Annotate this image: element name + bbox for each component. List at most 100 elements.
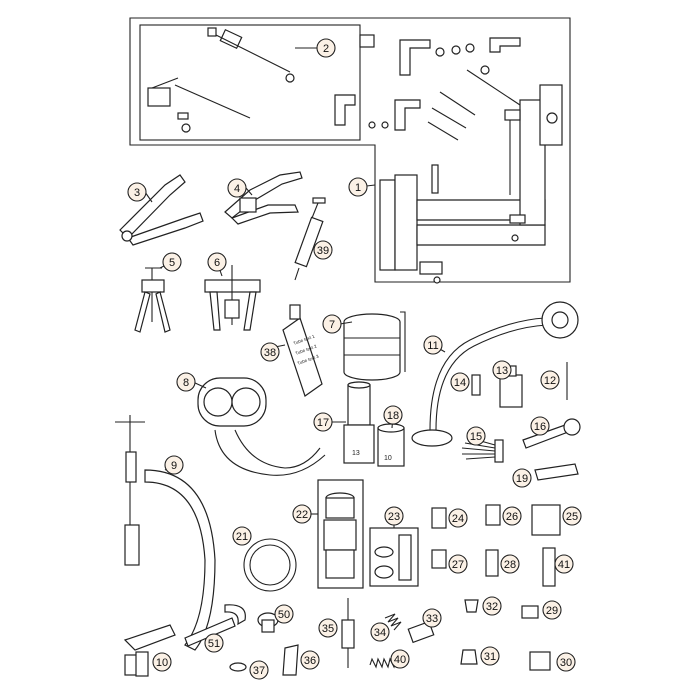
callout-number-23: 23 [388,511,400,523]
callout-38: 38 [260,342,280,362]
item-36-bracket [282,644,299,676]
callout-circle-14 [450,372,470,392]
item-21-circlip [243,538,297,592]
callout-number-21: 21 [236,531,248,543]
callout-number-36: 36 [304,655,316,667]
callout-number-16: 16 [534,421,546,433]
callout-number-50: 50 [278,609,290,621]
callout-circle-3 [127,182,147,202]
item-14-part [471,374,481,396]
callout-28: 28 [500,554,520,574]
callout-circle-38 [260,342,280,362]
callout-31: 31 [480,646,500,666]
item-2-parts [147,27,295,133]
callout-27: 27 [448,554,468,574]
callout-circle-27 [448,554,468,574]
callout-circle-41 [554,554,574,574]
callout-circle-18 [383,405,403,425]
callout-23: 23 [384,506,404,526]
callout-circle-5 [162,252,182,272]
callout-36: 36 [300,650,320,670]
callout-41: 41 [554,554,574,574]
callout-number-34: 34 [374,627,386,639]
item-38-compound-tube: Tube text 1 Tube text 2 Tube text 3 [282,304,323,397]
item-18-socket: 10 [377,423,405,467]
callout-circle-31 [480,646,500,666]
callout-9: 9 [164,455,184,475]
callout-number-38: 38 [264,347,276,359]
callout-circle-11 [423,335,443,355]
callout-number-5: 5 [169,257,175,269]
item-51-wrench [184,604,246,647]
item-6-puller [204,265,261,331]
item-22-sleeve-set [317,479,364,589]
callout-3: 3 [127,182,147,202]
callout-circle-23 [384,506,404,526]
callout-number-51: 51 [208,638,220,650]
callout-number-33: 33 [426,613,438,625]
callout-circle-8 [176,372,196,392]
callout-circle-19 [512,468,532,488]
callout-number-6: 6 [214,257,220,269]
callout-number-13: 13 [496,365,508,377]
callout-number-2: 2 [323,43,329,55]
callout-number-39: 39 [317,245,329,257]
callout-circle-2 [316,38,336,58]
callout-51: 51 [204,633,224,653]
callout-circle-34 [370,622,390,642]
group-box-outline [129,17,571,283]
callout-35: 35 [318,618,338,638]
callout-37: 37 [249,660,269,680]
callout-1: 1 [348,177,368,197]
callout-number-4: 4 [234,183,240,195]
callout-number-28: 28 [504,559,516,571]
item-39-grease-syringe [294,197,326,281]
item-19-plate [534,463,579,481]
callout-circle-29 [542,600,562,620]
item-34-spring [384,613,402,631]
item-1-frame [334,34,563,284]
callout-number-18: 18 [387,410,399,422]
callout-circle-37 [249,660,269,680]
callout-number-40: 40 [394,654,406,666]
item-17-socket: 13 [343,381,375,464]
item-11-indicator-stand [411,301,579,447]
callout-number-24: 24 [452,513,464,525]
callout-number-27: 27 [452,559,464,571]
item-16-hook-wrench [522,418,581,449]
callout-7: 7 [322,314,342,334]
callout-circle-36 [300,650,320,670]
item-37-washer [229,662,247,672]
callout-13: 13 [492,360,512,380]
callout-number-32: 32 [486,601,498,613]
callout-circle-32 [482,596,502,616]
item-7-ring-compressor [343,311,406,381]
callout-number-41: 41 [558,559,570,571]
callout-6: 6 [207,252,227,272]
callout-circle-51 [204,633,224,653]
callout-8: 8 [176,372,196,392]
callout-number-35: 35 [322,623,334,635]
callout-circle-13 [492,360,512,380]
callout-circle-33 [422,608,442,628]
callout-24: 24 [448,508,468,528]
item-4-clamp-pliers [224,171,303,225]
callout-circle-7 [322,314,342,334]
callout-number-1: 1 [355,182,361,194]
callout-number-26: 26 [506,511,518,523]
callout-14: 14 [450,372,470,392]
callout-22: 22 [292,504,312,524]
callout-16: 16 [530,416,550,436]
callout-circle-28 [500,554,520,574]
small-parts [431,504,561,671]
item-33-bolt [407,620,435,644]
callout-33: 33 [422,608,442,628]
callout-circle-4 [227,178,247,198]
callout-29: 29 [542,600,562,620]
callout-number-17: 17 [317,417,329,429]
callout-number-12: 12 [544,375,556,387]
callout-circle-39 [313,240,333,260]
callout-10: 10 [152,652,172,672]
callout-5: 5 [162,252,182,272]
